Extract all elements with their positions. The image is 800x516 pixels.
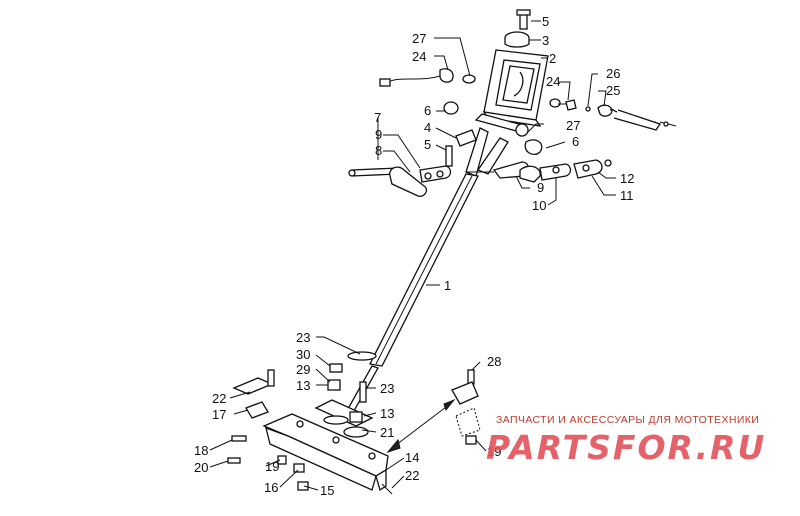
right-hardware [549,98,677,131]
callout-9: 9 [537,180,544,195]
callout-22: 22 [405,468,419,483]
callout-2: 2 [549,51,556,66]
callout-7: 7 [374,110,381,125]
callout-21: 21 [380,425,394,440]
side-bracket [451,369,481,445]
callout-9: 9 [375,127,382,142]
throttle-sensor [379,68,476,87]
callout-24: 24 [546,74,560,89]
callout-13: 13 [380,406,394,421]
callout-23: 23 [380,381,394,396]
callout-30: 30 [296,347,310,362]
callout-17: 17 [212,407,226,422]
top-screw [516,9,531,30]
right-linkage [466,159,612,183]
callout-20: 20 [194,460,208,475]
callout-27: 27 [412,31,426,46]
callout-19: 19 [265,459,279,474]
callout-8: 8 [375,143,382,158]
callout-23: 23 [296,330,310,345]
callout-labels: 5 3 27 24 2 24 26 25 7 6 27 9 4 6 8 5 12… [194,14,634,498]
column-t-bracket [443,101,543,177]
callout-5: 5 [542,14,549,29]
callout-11: 11 [620,188,634,203]
top-knob [504,31,530,48]
left-linkage [348,165,452,197]
callout-18: 18 [194,443,208,458]
callout-25: 25 [606,83,620,98]
callout-14: 14 [405,450,419,465]
lower-hardware [227,363,393,495]
callout-1: 1 [444,278,451,293]
callout-16: 16 [264,480,278,495]
callout-28: 28 [487,354,501,369]
watermark-logo: PARTSFOR.RU [486,428,767,467]
callout-19: 19 [487,444,501,459]
callout-6: 6 [424,103,431,118]
callout-4: 4 [424,120,431,135]
callout-3: 3 [542,33,549,48]
callout-13: 13 [296,378,310,393]
callout-26: 26 [606,66,620,81]
callout-22: 22 [212,391,226,406]
lower-mount-plate [262,399,389,492]
callout-5: 5 [424,137,431,152]
bracket-4 [445,129,477,167]
assembly-arrow [386,398,456,454]
callout-29: 29 [296,362,310,377]
callout-6: 6 [572,134,579,149]
callout-24: 24 [412,49,426,64]
watermark-tagline: ЗАПЧАСТИ И АКСЕССУАРЫ ДЛЯ МОТОТЕХНИКИ [496,414,760,426]
callout-12: 12 [620,171,634,186]
leader-lines [209,20,616,491]
callout-10: 10 [532,198,546,213]
callout-27: 27 [566,118,580,133]
handlebar-block [482,49,549,127]
callout-15: 15 [320,483,334,498]
